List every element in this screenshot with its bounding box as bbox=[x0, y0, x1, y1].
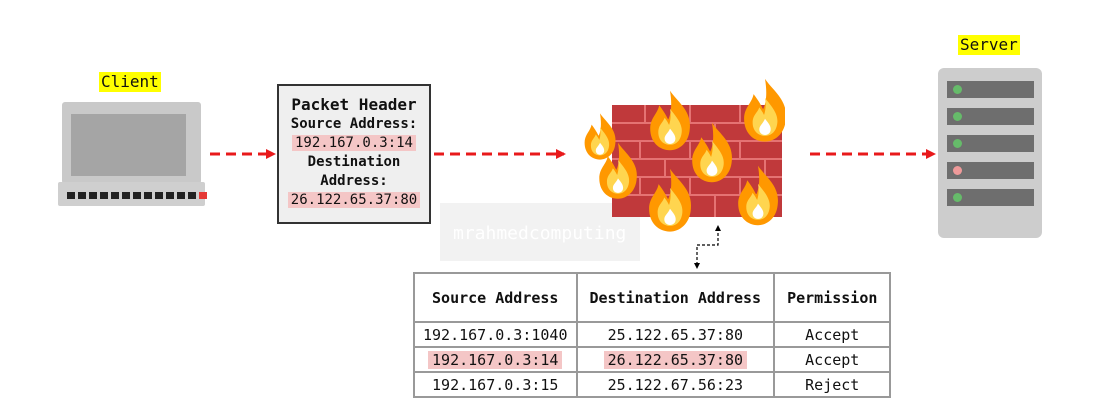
cell-destination: 25.122.67.56:23 bbox=[575, 371, 776, 398]
table-row: 192.167.0.3:15 25.122.67.56:23 Reject bbox=[413, 371, 892, 398]
header-source-address: Source Address bbox=[413, 272, 578, 323]
cell-destination-highlight: 26.122.65.37:80 bbox=[603, 350, 748, 369]
cell-source: 192.167.0.3:14 bbox=[413, 346, 578, 373]
arrow-firewall-to-table bbox=[694, 225, 721, 269]
packet-destination-value: 26.122.65.37:80 bbox=[287, 192, 421, 208]
firewall-rules-table: Source Address Destination Address Permi… bbox=[413, 272, 892, 398]
cell-source-highlight: 192.167.0.3:14 bbox=[428, 350, 563, 369]
cell-destination: 25.122.65.37:80 bbox=[575, 321, 776, 348]
packet-source-label: Source Address: bbox=[290, 116, 418, 132]
firewall-icon bbox=[584, 78, 785, 232]
header-destination-address: Destination Address bbox=[575, 272, 776, 323]
cell-permission: Accept bbox=[773, 321, 892, 348]
table-row: 192.167.0.3:1040 25.122.65.37:80 Accept bbox=[413, 321, 892, 348]
packet-title: Packet Header bbox=[291, 95, 417, 114]
table-header-row: Source Address Destination Address Permi… bbox=[413, 272, 892, 323]
table-row: 192.167.0.3:14 26.122.65.37:80 Accept bbox=[413, 346, 892, 373]
watermark: mrahmedcomputing bbox=[440, 203, 640, 261]
server-icon bbox=[938, 68, 1042, 238]
cell-source: 192.167.0.3:1040 bbox=[413, 321, 578, 348]
header-permission: Permission bbox=[773, 272, 892, 323]
laptop-icon bbox=[58, 102, 208, 206]
packet-destination-label-2: Address: bbox=[320, 173, 388, 189]
cell-permission: Accept bbox=[773, 346, 892, 373]
packet-destination-label-1: Destination bbox=[307, 154, 401, 170]
packet-header-box: Packet Header Source Address: 192.167.0.… bbox=[277, 84, 431, 224]
client-label: Client bbox=[99, 72, 161, 92]
packet-source-value: 192.167.0.3:14 bbox=[291, 135, 416, 151]
watermark-text: mrahmedcomputing bbox=[453, 223, 627, 244]
cell-source: 192.167.0.3:15 bbox=[413, 371, 578, 398]
server-label: Server bbox=[958, 35, 1020, 55]
cell-permission: Reject bbox=[773, 371, 892, 398]
cell-destination: 26.122.65.37:80 bbox=[575, 346, 776, 373]
